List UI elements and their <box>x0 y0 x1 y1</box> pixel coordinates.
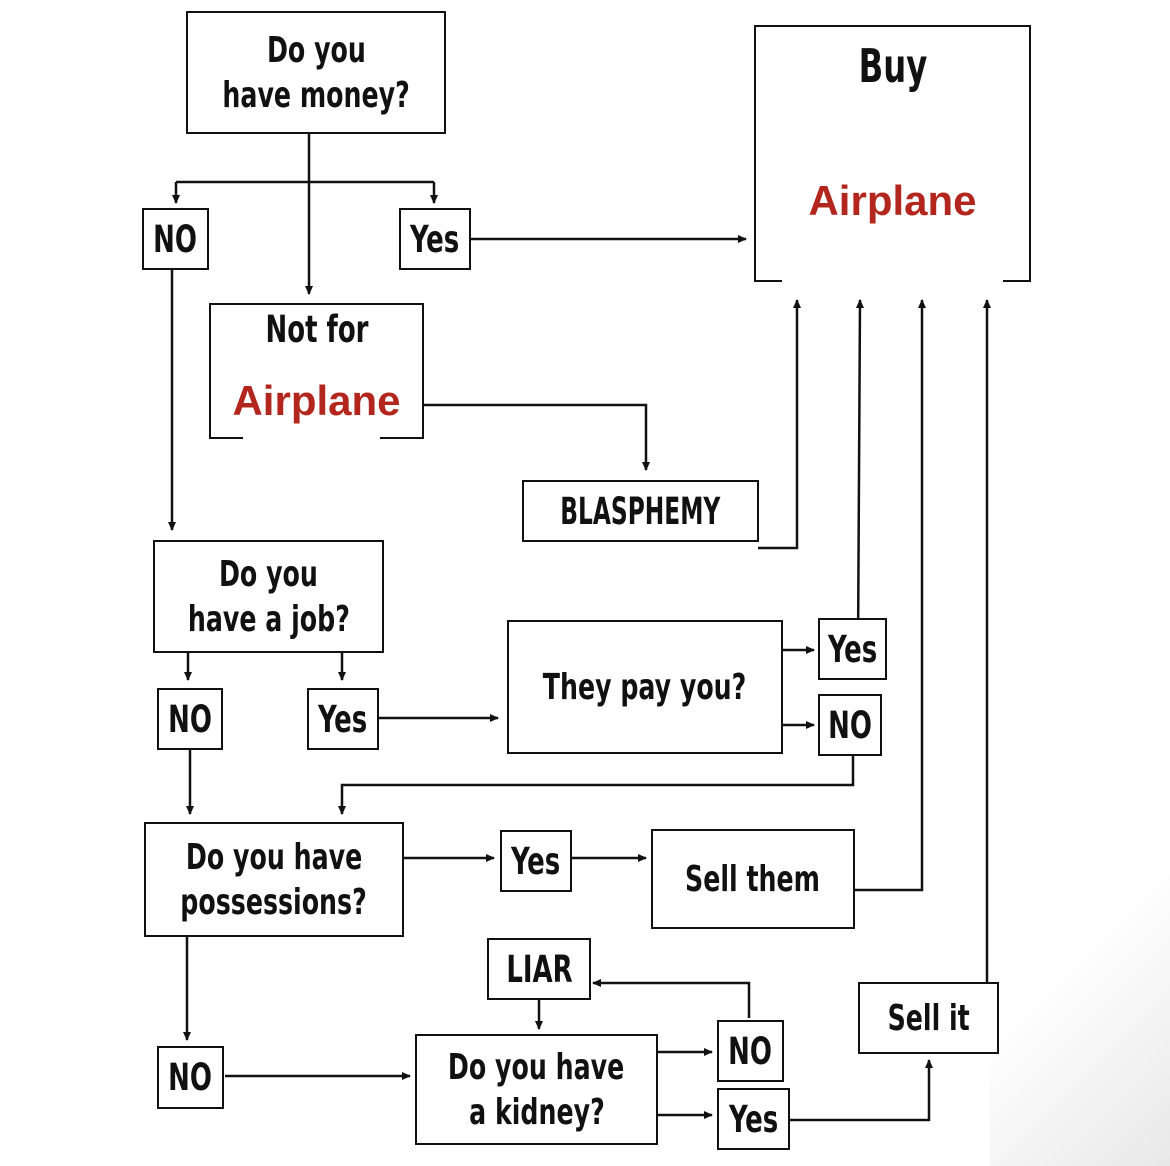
possessions-question-line-2: possessions? <box>180 881 368 923</box>
buy-airplane-label: Airplane <box>808 177 977 224</box>
sell-it-box: Sell it <box>858 982 999 1054</box>
yes-label-2: Yes <box>307 688 379 750</box>
yes-label-5: Yes <box>717 1088 790 1150</box>
possessions-question-line-1: Do you have <box>185 836 363 878</box>
kidney-question-line-1: Do you have <box>448 1046 625 1088</box>
buy-label: Buy <box>858 39 927 93</box>
sell-them-text: Sell them <box>685 858 821 900</box>
no-label-4: NO <box>157 1046 224 1109</box>
yes-label-4: Yes <box>500 830 572 892</box>
job-question-line-2: have a job? <box>187 598 350 640</box>
arrow-yes3-to-buy <box>820 299 864 652</box>
not-for-bottom-left-edge <box>209 437 243 439</box>
buy-box-bottom-right-edge <box>1003 280 1031 282</box>
not-for-airplane-label: Airplane <box>232 377 401 424</box>
sell-it-text: Sell it <box>887 997 970 1039</box>
pay-question-text: They pay you? <box>543 666 747 708</box>
yes-text-4: Yes <box>511 839 561 883</box>
kidney-question-line-2: a kidney? <box>468 1091 605 1133</box>
arrow-no3-to-possessions <box>338 756 855 815</box>
no-label-5: NO <box>717 1020 784 1082</box>
arrow-sellthem-to-buy <box>853 299 926 892</box>
not-for-bottom-right-edge <box>380 437 424 439</box>
arrow-notfor-to-blasphemy <box>424 403 650 471</box>
blasphemy-text: BLASPHEMY <box>560 489 721 533</box>
background-shade <box>990 866 1170 1166</box>
yes-text-1: Yes <box>410 217 460 261</box>
arrow-blasphemy-to-buy <box>758 299 801 550</box>
not-for-label: Not for <box>265 308 368 351</box>
money-question-line-1: Do you <box>266 29 366 71</box>
buy-box-bottom-left-edge <box>754 280 782 282</box>
yes-text-5: Yes <box>728 1097 779 1141</box>
not-for-airplane-box: Not for Airplane <box>209 303 424 439</box>
no-text-1: NO <box>153 217 198 261</box>
no-text-4: NO <box>168 1056 213 1099</box>
money-question-box: Do you have money? <box>186 11 446 134</box>
blasphemy-box: BLASPHEMY <box>522 480 759 542</box>
liar-text: LIAR <box>505 947 573 991</box>
yes-text-2: Yes <box>318 697 368 741</box>
buy-airplane-box: Buy Airplane <box>754 25 1031 282</box>
pay-question-box: They pay you? <box>507 620 783 754</box>
liar-box: LIAR <box>487 938 591 1000</box>
no-label-2: NO <box>157 688 223 750</box>
yes-label-3: Yes <box>818 618 887 680</box>
arrow-yes5-to-sellit <box>788 1059 933 1122</box>
possessions-question-box: Do you have possessions? <box>144 822 404 937</box>
job-question-box: Do you have a job? <box>153 540 384 653</box>
yes-label-1: Yes <box>399 208 471 270</box>
money-question-line-2: have money? <box>222 74 410 116</box>
yes-text-3: Yes <box>827 627 878 671</box>
no-label-1: NO <box>142 208 209 270</box>
job-question-line-1: Do you <box>219 553 318 595</box>
no-label-3: NO <box>818 694 882 756</box>
sell-them-box: Sell them <box>651 829 855 929</box>
no-text-5: NO <box>728 1029 773 1073</box>
no-text-3: NO <box>828 703 872 747</box>
arrow-no5-to-liar <box>592 979 751 1018</box>
no-text-2: NO <box>168 697 212 741</box>
kidney-question-box: Do you have a kidney? <box>415 1034 658 1145</box>
